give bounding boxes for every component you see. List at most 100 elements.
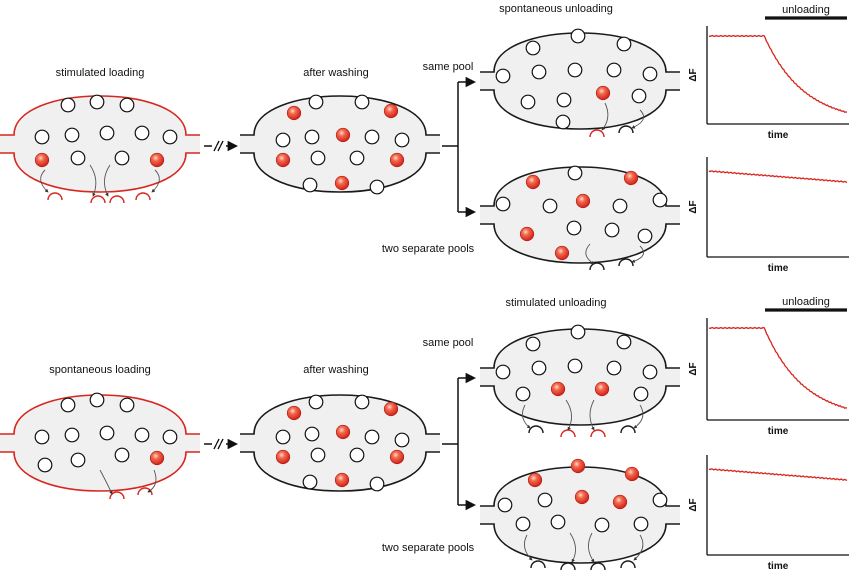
recycling-arrow [633, 404, 644, 429]
vesicle [652, 192, 668, 208]
cell-same-pool-top [480, 28, 680, 138]
vesicle [642, 364, 658, 380]
graph-xlabel: time [768, 426, 789, 437]
graph-xlabel: time [768, 130, 789, 141]
label-two-pools-top: two separate pools [382, 243, 475, 255]
vesicle [304, 426, 320, 442]
double-slash-icon [213, 438, 220, 450]
vesicle [515, 386, 531, 402]
fusion-omega [590, 429, 606, 438]
fusion-omega [618, 258, 634, 267]
vesicle [64, 427, 80, 443]
graph-ylabel: ΔF [688, 362, 699, 375]
recycling-arrow [601, 102, 609, 131]
vesicle [275, 132, 291, 148]
cell-body [240, 395, 440, 491]
vesicle [89, 392, 105, 408]
fusion-omega [620, 425, 636, 434]
recycling-arrow [521, 404, 531, 429]
vesicle [349, 150, 365, 166]
vesicle [99, 425, 115, 441]
recycling-arrow [104, 164, 111, 197]
label-same-pool-bottom: same pool [423, 337, 474, 349]
cell-spontaneous-loading [0, 392, 200, 500]
unloading-bar-label: unloading [782, 296, 830, 308]
recycling-arrow [569, 532, 576, 563]
vesicle [520, 94, 536, 110]
fusion-omega [560, 562, 576, 571]
vesicle [64, 127, 80, 143]
vesicle [567, 62, 583, 78]
vesicle [606, 62, 622, 78]
fusion-omega [135, 192, 151, 201]
graph-xlabel: time [768, 263, 789, 274]
double-slash-icon [217, 140, 224, 152]
vesicle [642, 66, 658, 82]
graphs-layer: ΔFtimeunloadingΔFtimeΔFtimeunloadingΔFti… [688, 4, 849, 571]
vesicle [37, 457, 53, 473]
fusion-omega [560, 429, 576, 438]
recycling-arrow [565, 399, 572, 431]
cell-body [240, 96, 440, 192]
vesicle [566, 220, 582, 236]
vesicle [354, 94, 370, 110]
vesicle [304, 129, 320, 145]
vesicle [495, 364, 511, 380]
vesicle [364, 429, 380, 445]
fluorescence-trace [708, 326, 848, 409]
labeled-vesicle [389, 449, 405, 465]
vesicle [633, 516, 649, 532]
vesicle [515, 516, 531, 532]
fusion-omega [137, 487, 153, 496]
labeled-vesicle [550, 381, 566, 397]
vesicle [542, 198, 558, 214]
cell-two-pools-top [480, 165, 680, 271]
vesicle [354, 394, 370, 410]
vesicle [60, 397, 76, 413]
vesicle [119, 97, 135, 113]
vesicle [99, 125, 115, 141]
labeled-vesicle [149, 450, 165, 466]
recycling-arrow [151, 169, 160, 193]
vesicle [302, 474, 318, 490]
fusion-omega [530, 560, 546, 569]
vesicle [34, 429, 50, 445]
double-slash-icon [213, 140, 220, 152]
label-spontaneous-loading: spontaneous loading [49, 364, 151, 376]
vesicle [525, 336, 541, 352]
vesicle [310, 447, 326, 463]
cell-membrane [240, 394, 440, 492]
vesicle [394, 132, 410, 148]
vesicle [594, 517, 610, 533]
break-arrow-bottom [204, 438, 239, 450]
fusion-omega [618, 125, 634, 134]
labeled-vesicle [389, 152, 405, 168]
vesicle [616, 36, 632, 52]
vesicle [119, 397, 135, 413]
vesicle [308, 394, 324, 410]
fusion-omega [109, 195, 125, 204]
vesicle [631, 88, 647, 104]
labeled-vesicle [570, 458, 586, 474]
fusion-omega [528, 425, 544, 434]
vesicle [310, 150, 326, 166]
vesicle [349, 447, 365, 463]
fluorescence-trace [708, 468, 848, 482]
vesicle [70, 452, 86, 468]
labeled-vesicle [594, 381, 610, 397]
labeled-vesicle [286, 105, 302, 121]
labeled-vesicle [575, 193, 591, 209]
fusion-omega [590, 562, 606, 571]
recycling-arrow [633, 534, 644, 561]
vesicle [134, 125, 150, 141]
vesicle [70, 150, 86, 166]
label-stimulated-loading: stimulated loading [56, 67, 145, 79]
fork-arrow-bottom [442, 372, 477, 511]
labeled-vesicle [335, 424, 351, 440]
vesicle [616, 334, 632, 350]
vesicle [369, 476, 385, 492]
cell-after-washing-top [240, 94, 440, 195]
vesicle [567, 358, 583, 374]
